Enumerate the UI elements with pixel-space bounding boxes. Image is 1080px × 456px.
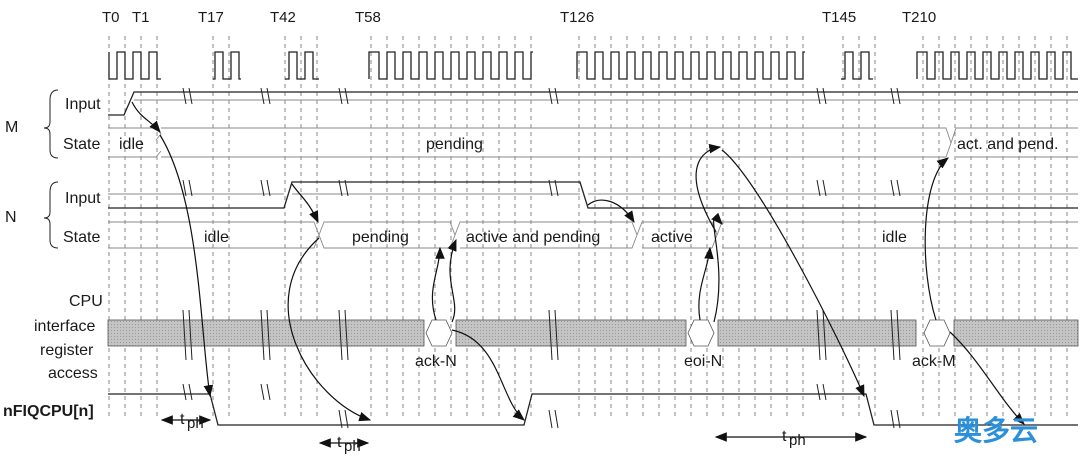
- t-ph-label-1: t: [180, 411, 185, 428]
- cpu-label-line3: register: [40, 342, 94, 359]
- time-marker-t17: T17: [198, 9, 224, 26]
- cpu-label-line1: CPU: [69, 293, 103, 310]
- cpu-access-bus: ack-N eoi-N ack-M: [107, 319, 1079, 370]
- group-brace-m: [43, 89, 59, 159]
- cpu-label-line4: access: [48, 365, 98, 382]
- m-state-bus: idle pending act. and pend.: [108, 127, 1078, 158]
- timing-measurements: t ph t ph t ph: [160, 411, 868, 455]
- n-input-waveform: [108, 181, 1078, 209]
- m-state-idle: idle: [119, 136, 144, 153]
- n-state-idle-end: idle: [882, 229, 907, 246]
- n-state-idle: idle: [204, 229, 229, 246]
- time-marker-t1: T1: [132, 9, 150, 26]
- m-state-pending: pending: [426, 136, 483, 153]
- n-state-label: State: [63, 229, 100, 246]
- nfiq-waveform: [108, 393, 1078, 426]
- event-eoi-n: eoi-N: [684, 353, 722, 370]
- group-label-n: N: [5, 209, 17, 226]
- t-ph-sub-3: ph: [789, 432, 806, 449]
- n-state-bus: idle pending active and pending active i…: [108, 221, 1078, 249]
- time-marker-t42: T42: [270, 9, 296, 26]
- event-ack-m: ack-M: [912, 353, 956, 370]
- time-marker-t58: T58: [355, 9, 381, 26]
- cpu-label-line2: interface: [34, 318, 95, 335]
- t-ph-label-3: t: [782, 428, 787, 445]
- t-ph-label-2: t: [337, 434, 342, 451]
- n-input-label: Input: [65, 190, 101, 207]
- t-ph-sub-1: ph: [187, 415, 204, 432]
- group-label-m: M: [5, 119, 18, 136]
- group-brace-n: [43, 181, 59, 249]
- m-state-label: State: [63, 136, 100, 153]
- t-ph-sub-2: ph: [344, 438, 361, 455]
- m-input-waveform: [108, 91, 1078, 116]
- n-state-active: active: [651, 229, 693, 246]
- causal-arrows: [131, 101, 1025, 425]
- time-break-markers: [182, 87, 901, 429]
- n-state-active-and-pending: active and pending: [466, 229, 600, 246]
- signal-labels: M Input State N Input State CPU interfac…: [3, 89, 103, 420]
- watermark-logo: 奥多云: [954, 414, 1038, 447]
- m-input-label: Input: [65, 96, 101, 113]
- time-marker-t126: T126: [560, 9, 594, 26]
- time-markers: T0 T1 T17 T42 T58 T126 T145 T210: [102, 9, 936, 26]
- time-marker-t0: T0: [102, 9, 120, 26]
- event-ack-n: ack-N: [415, 353, 457, 370]
- time-gridlines: [108, 36, 1068, 420]
- m-state-act-and-pend: act. and pend.: [957, 136, 1058, 153]
- nfiq-label: nFIQCPU[n]: [3, 403, 94, 420]
- time-marker-t145: T145: [822, 9, 856, 26]
- time-marker-t210: T210: [902, 9, 936, 26]
- watermark-text: 奥多云: [954, 414, 1038, 447]
- clock-waveform: [108, 51, 1078, 80]
- n-state-pending: pending: [352, 229, 409, 246]
